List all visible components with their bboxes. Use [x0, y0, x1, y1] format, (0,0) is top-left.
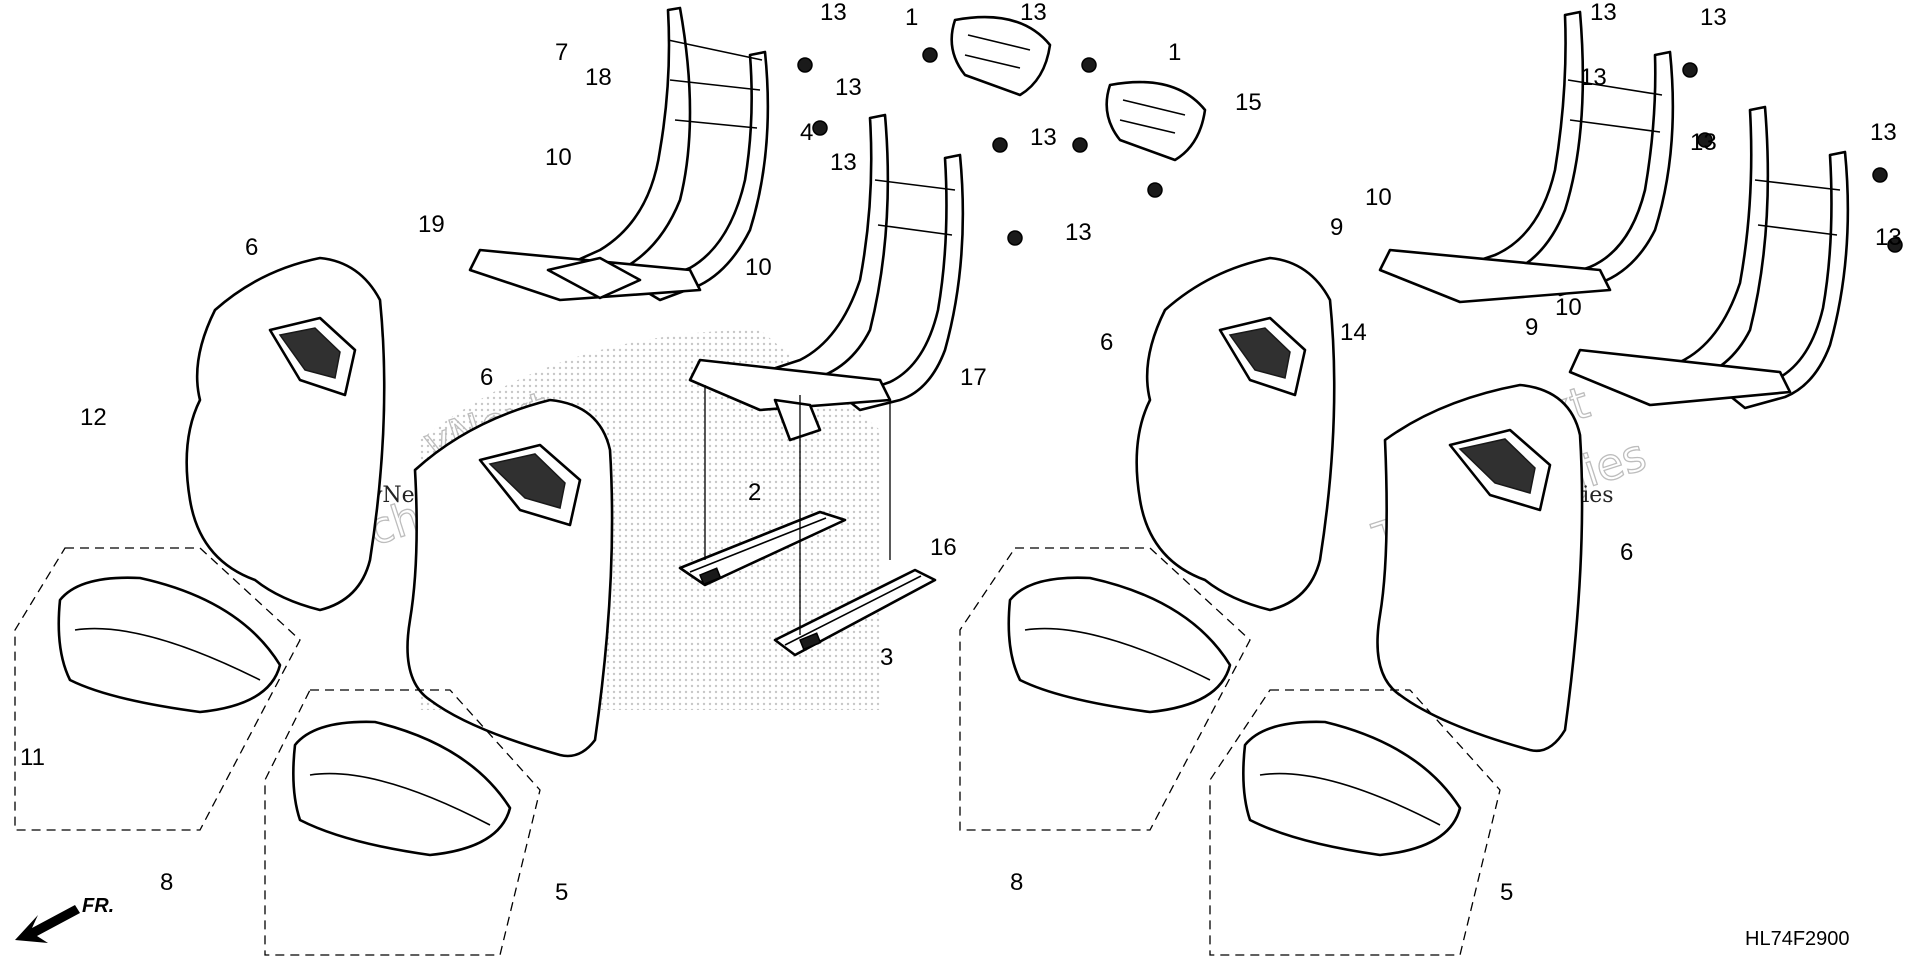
callout-3: 3: [880, 644, 893, 671]
callout-13-9: 13: [820, 0, 847, 26]
callout-14: 14: [1340, 319, 1367, 346]
callout-7: 7: [555, 39, 568, 66]
callout-10-b: 10: [745, 254, 772, 281]
callout-13-11: 13: [830, 149, 857, 176]
callout-13-5: 13: [1870, 119, 1897, 146]
callout-17: 17: [960, 364, 987, 391]
callout-13-4: 13: [1580, 64, 1607, 91]
rail-guide-lines: [704, 385, 891, 635]
callout-10-c: 10: [1365, 184, 1392, 211]
diagram-code: HL74F2900: [1745, 928, 1850, 950]
hardware: [797, 47, 1903, 253]
callout-13-8: 13: [1065, 219, 1092, 246]
seat-frame-left-rear: [468, 6, 770, 302]
seat-back-left-front: [406, 398, 614, 758]
seat-back-right-front: [1376, 383, 1584, 753]
seat-back-left-rear: [185, 256, 386, 612]
direction-label: FR.: [82, 895, 114, 917]
callout-5-left: 5: [555, 879, 568, 906]
callout-18: 18: [585, 64, 612, 91]
front-direction-arrow: FR.: [15, 895, 114, 943]
seat-rail-2: [678, 510, 847, 587]
callout-6-left-front: 6: [480, 364, 493, 391]
callout-13-7: 13: [1030, 124, 1057, 151]
callout-13-1: 13: [1590, 0, 1617, 26]
callout-6-left-rear: 6: [245, 234, 258, 261]
seat-cushion-right-5: [1209, 689, 1501, 956]
callout-13-3: 13: [1690, 129, 1717, 156]
callout-11: 11: [20, 744, 45, 771]
callout-6-right-front: 6: [1620, 539, 1633, 566]
callout-2: 2: [748, 479, 761, 506]
callout-9-lower: 9: [1525, 314, 1538, 341]
seat-frame-right-rear: [1378, 10, 1675, 304]
callout-13-6: 13: [1875, 224, 1902, 251]
callout-5-right: 5: [1500, 879, 1513, 906]
callout-8-left: 8: [160, 869, 173, 896]
arrow-icon: [15, 905, 80, 943]
callouts: 7 4 6 6 6 6 2 3 8 8 5 5 9 9 1 1 10 10 10…: [20, 0, 1633, 906]
callout-15: 15: [1235, 89, 1262, 116]
callout-9-upper: 9: [1330, 214, 1343, 241]
callout-1-right: 1: [1168, 39, 1181, 66]
seat-frame-left-front: [688, 113, 965, 442]
callout-13: 13: [1020, 0, 1047, 26]
callout-13-10: 13: [835, 74, 862, 101]
seat-cushion-right-8: [959, 547, 1251, 831]
side-cover-1-right: [1105, 80, 1207, 162]
callout-4: 4: [800, 119, 813, 146]
callout-13-group: 13 13 13 13 13 13 13 13 13 13 13: [820, 0, 1902, 251]
seat-cushion-left-8: [14, 547, 301, 831]
callout-13-2: 13: [1700, 4, 1727, 31]
callout-8-right: 8: [1010, 869, 1023, 896]
seat-cushion-left-5: [264, 689, 541, 956]
seat-rail-3: [773, 568, 937, 657]
callout-19: 19: [418, 211, 445, 238]
callout-16: 16: [930, 534, 957, 561]
side-cover-1-left: [950, 15, 1052, 97]
seat-frame-right-front: [1568, 105, 1850, 410]
callout-1-left: 1: [905, 4, 918, 31]
seat-back-right-rear: [1135, 256, 1336, 612]
callout-10-a: 10: [545, 144, 572, 171]
callout-10-d: 10: [1555, 294, 1582, 321]
callout-12: 12: [80, 404, 107, 431]
callout-6-right-rear: 6: [1100, 329, 1113, 356]
